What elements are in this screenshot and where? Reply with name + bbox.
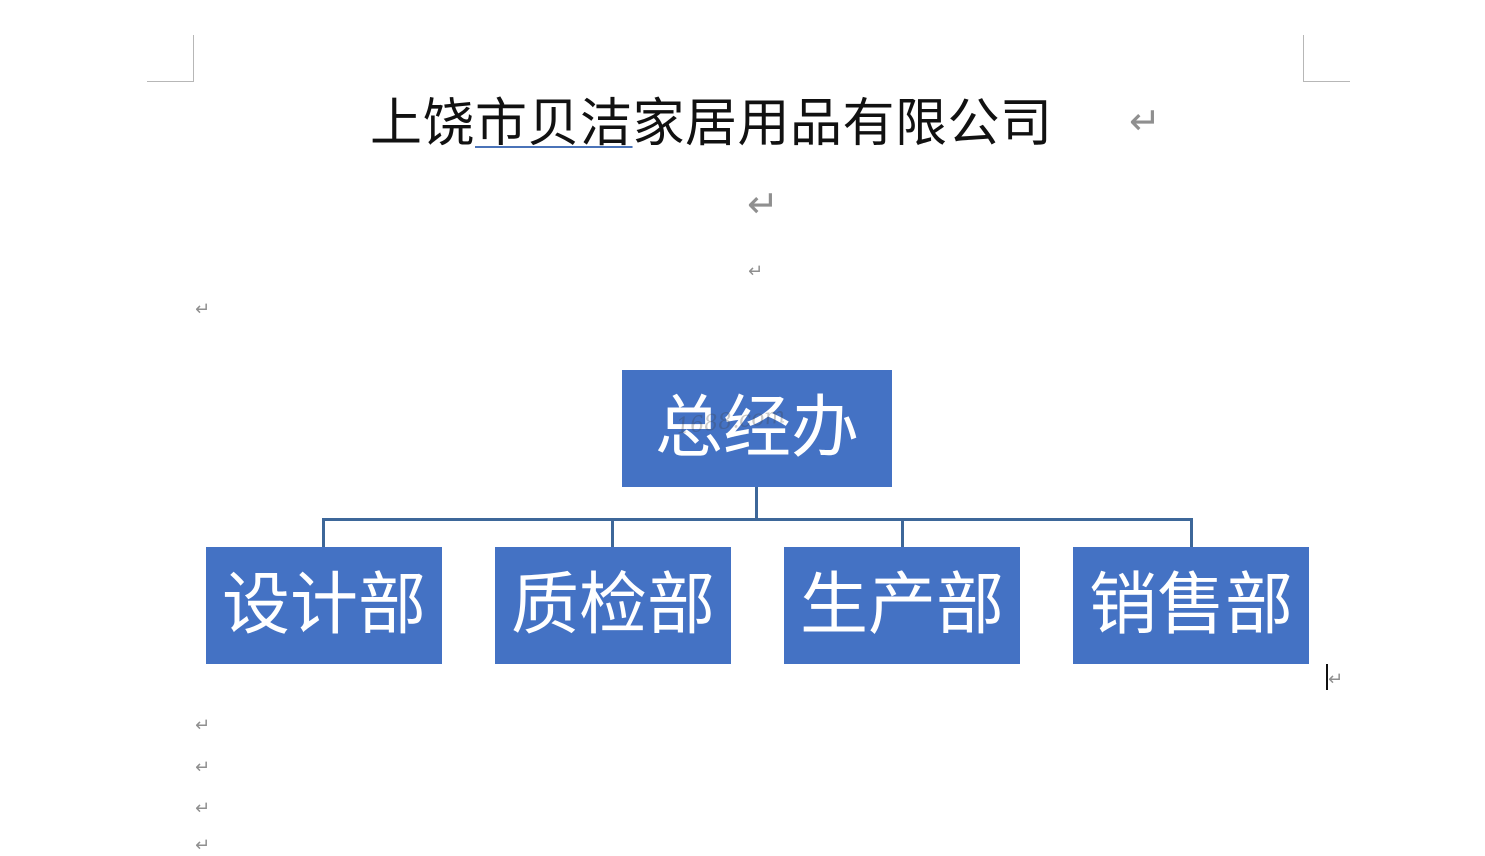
title-text-part2: 家居用品有限公司 — [632, 94, 1053, 154]
org-box-label: 销售部 — [1088, 565, 1293, 645]
org-box-label: 总经办 — [654, 388, 859, 468]
connector-drop-qc — [611, 518, 614, 547]
paragraph-mark-icon: ↵ — [195, 798, 211, 819]
connector-horizontal — [322, 518, 1193, 521]
org-box-qc-dept[interactable]: 质检部 — [495, 547, 731, 664]
document-title[interactable]: 上饶市贝洁家居用品有限公司 — [370, 92, 1053, 156]
paragraph-mark-icon: ↵ — [1328, 669, 1344, 690]
paragraph-mark-icon: ↵ — [747, 182, 779, 226]
title-text-underlined: 市贝洁 — [475, 94, 633, 154]
paragraph-mark-icon: ↵ — [195, 835, 211, 856]
paragraph-mark-icon: ↵ — [748, 261, 764, 282]
org-box-label: 生产部 — [799, 565, 1004, 645]
paragraph-mark-icon: ↵ — [195, 757, 211, 778]
org-box-label: 设计部 — [221, 565, 426, 645]
title-text-part1: 上饶 — [370, 94, 476, 154]
paragraph-mark-icon: ↵ — [1129, 99, 1161, 143]
page-corner-top-left — [147, 35, 194, 82]
org-box-design-dept[interactable]: 设计部 — [206, 547, 442, 664]
paragraph-mark-icon: ↵ — [195, 715, 211, 736]
text-cursor — [1326, 664, 1328, 690]
page-corner-top-right — [1303, 35, 1350, 82]
connector-drop-sales — [1190, 518, 1193, 547]
connector-trunk — [755, 487, 758, 521]
connector-drop-production — [901, 518, 904, 547]
org-box-label: 质检部 — [510, 565, 715, 645]
org-box-production-dept[interactable]: 生产部 — [784, 547, 1020, 664]
org-box-sales-dept[interactable]: 销售部 — [1073, 547, 1309, 664]
paragraph-mark-icon: ↵ — [195, 299, 211, 320]
org-box-general-office[interactable]: 总经办 — [622, 370, 892, 487]
connector-drop-design — [322, 518, 325, 547]
